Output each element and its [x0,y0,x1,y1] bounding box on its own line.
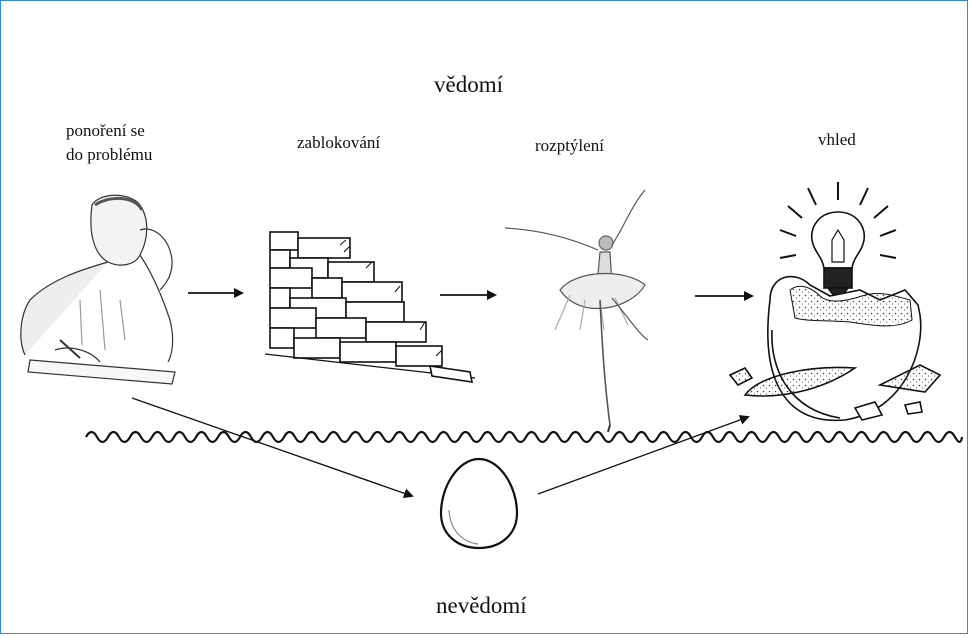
arrow-egg-to-insight [538,417,748,494]
ballerina-icon [505,190,648,432]
brick-wall-icon [265,232,475,382]
lightbulb-hatching-egg-icon [730,182,940,420]
wavy-boundary-line [86,432,962,442]
egg-icon [441,459,517,548]
arrow-immersion-to-egg [132,398,412,496]
writing-person-icon [21,195,175,384]
